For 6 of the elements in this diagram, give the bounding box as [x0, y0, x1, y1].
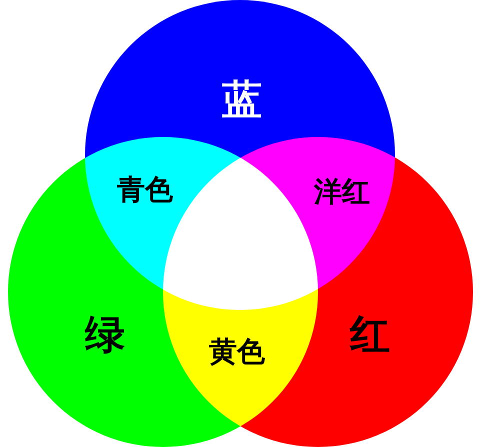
circle-label: 绿 — [85, 315, 125, 355]
circle-label: 蓝 — [222, 80, 262, 120]
overlap-label: 黄色 — [209, 338, 265, 366]
circle-label: 红 — [350, 315, 390, 355]
overlap-label: 洋红 — [314, 178, 370, 206]
overlap-label: 青色 — [117, 176, 173, 204]
